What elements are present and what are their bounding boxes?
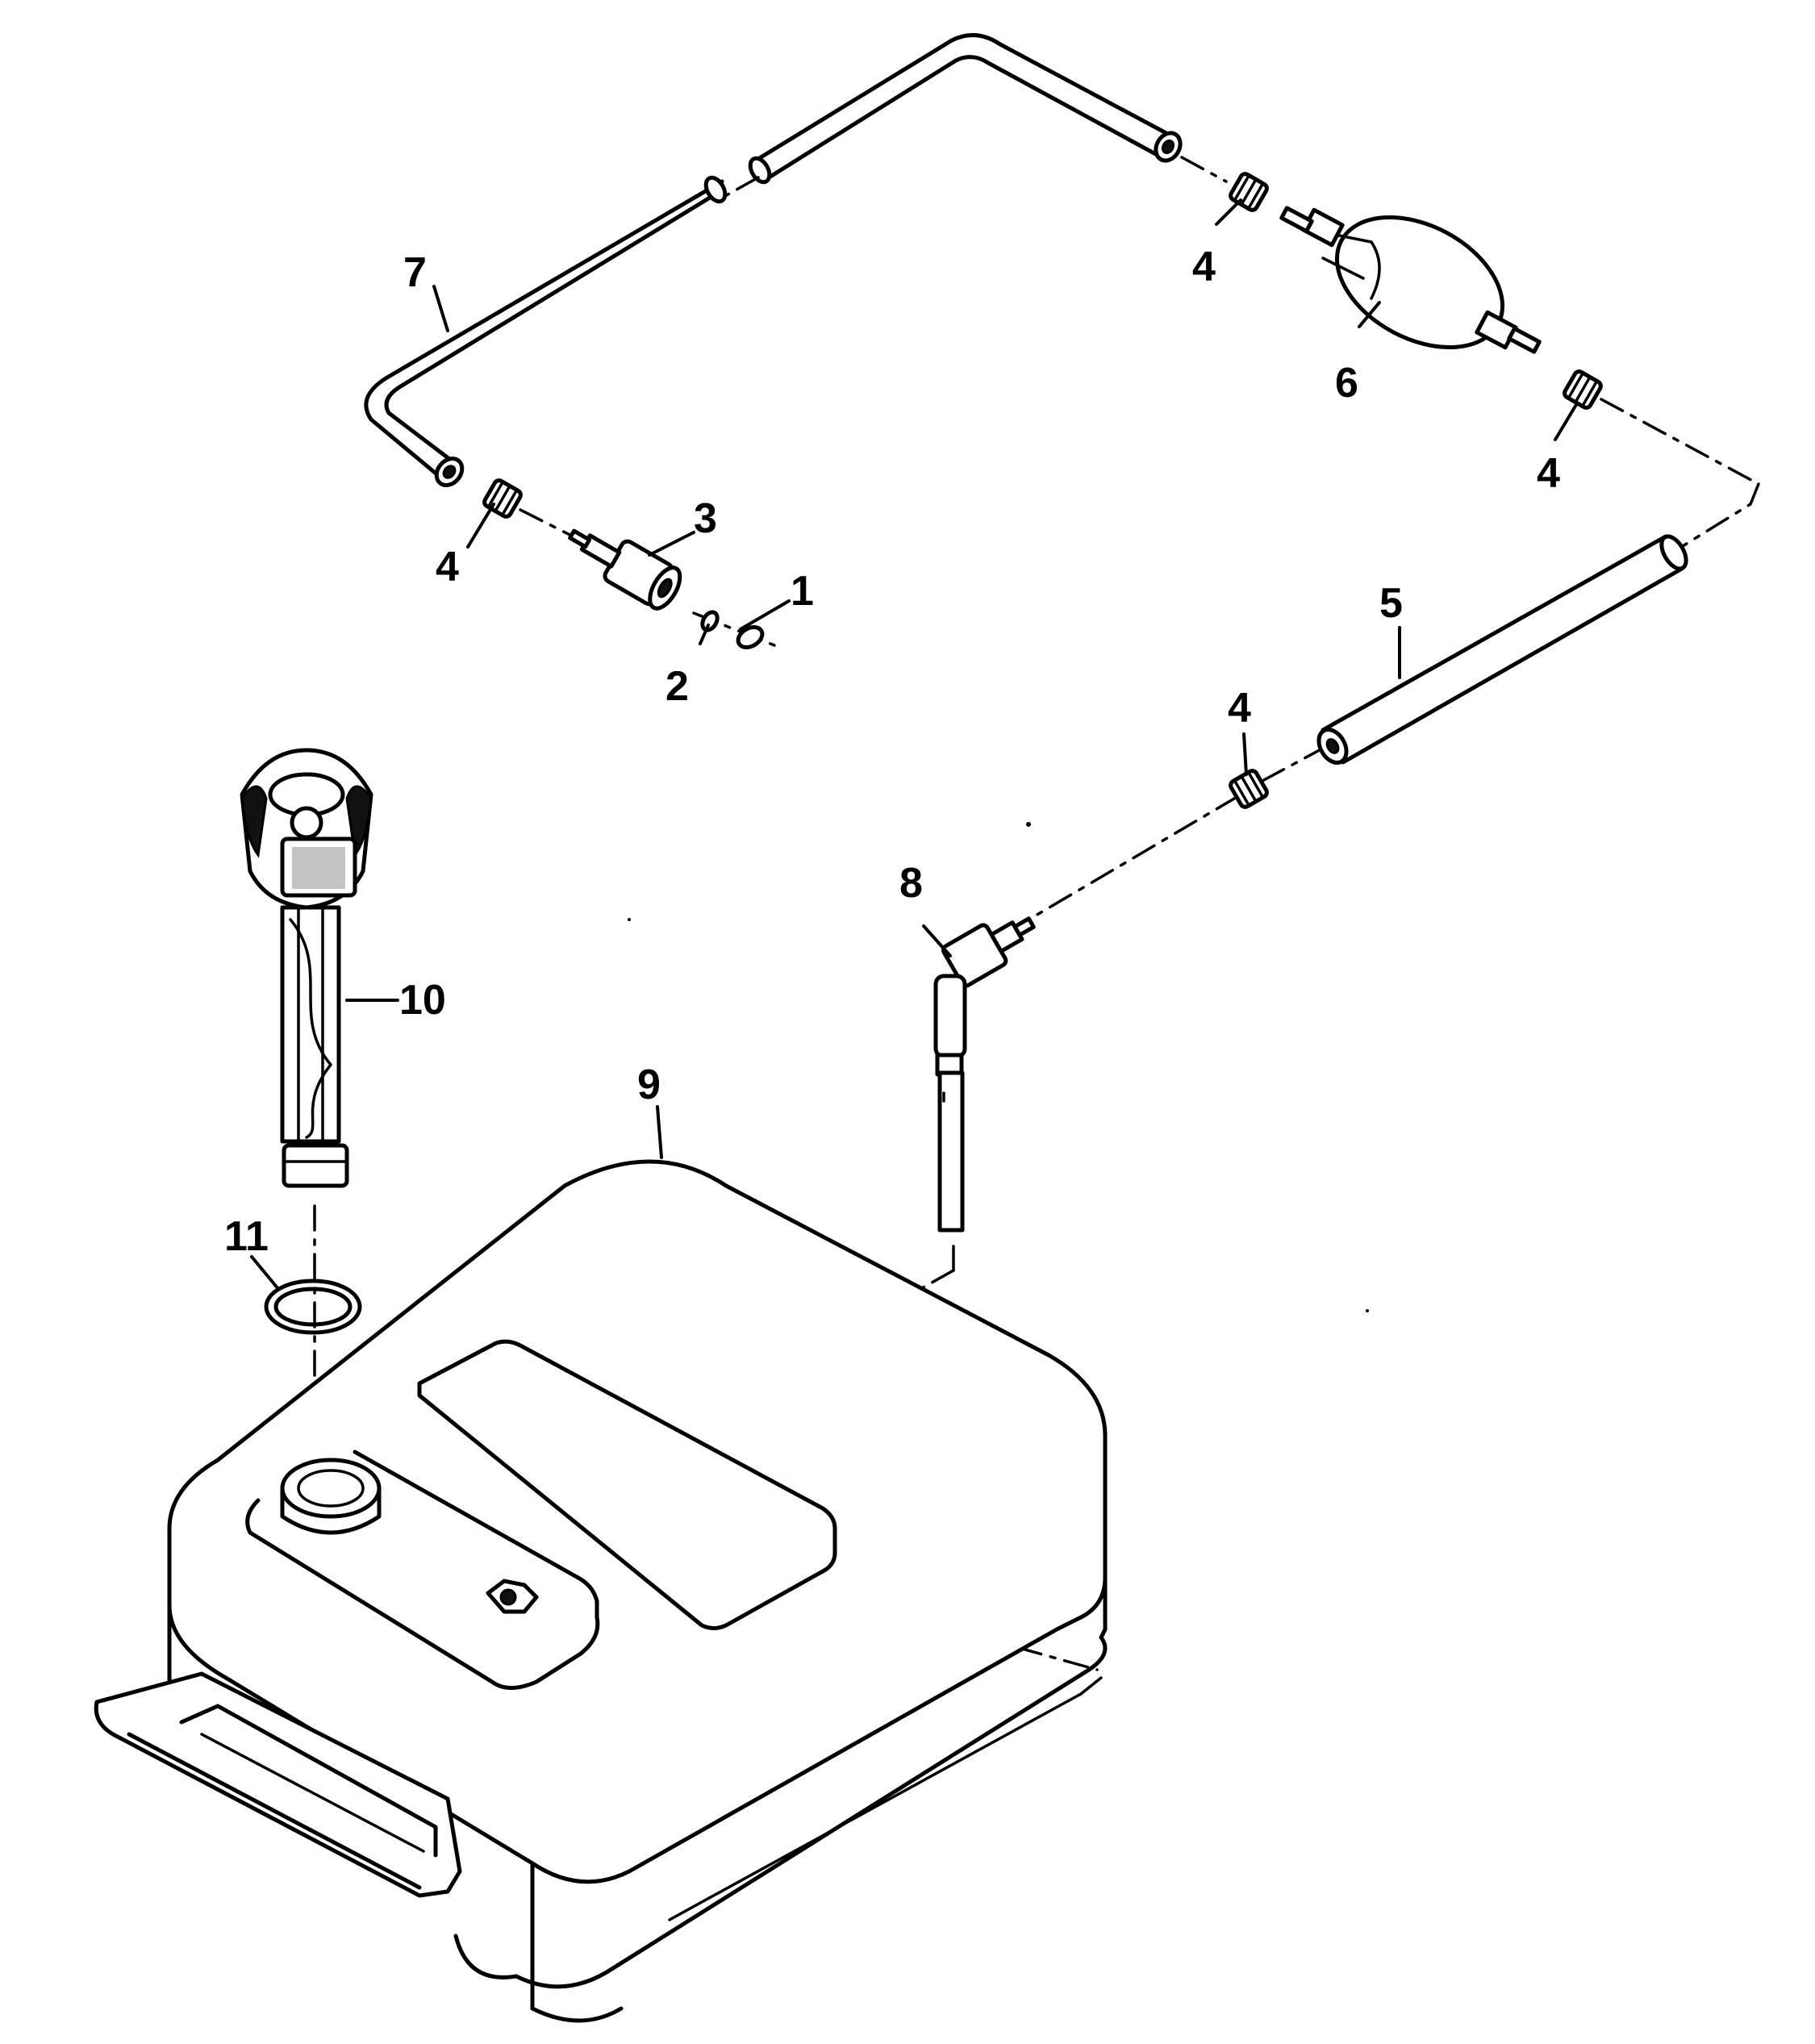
callout-4a: 4 — [436, 544, 459, 590]
callout-4c: 4 — [1537, 450, 1560, 497]
fuel-hose-long-icon — [364, 33, 1228, 487]
callout-8: 8 — [899, 860, 923, 907]
callout-1: 1 — [791, 568, 814, 615]
callout-6: 6 — [1335, 360, 1358, 407]
callouts: 1 2 3 4 4 4 4 5 6 7 8 9 10 11 — [224, 244, 1560, 1260]
callout-4d: 4 — [1228, 685, 1251, 732]
fuel-tank-icon — [94, 1159, 1108, 2023]
o-ring-small-icon — [736, 625, 765, 649]
callout-9: 9 — [637, 1062, 661, 1108]
callout-7: 7 — [403, 249, 427, 296]
callout-leaders — [250, 198, 1579, 1291]
tank-fitting-pickup-icon — [933, 916, 1036, 1233]
callout-2: 2 — [666, 663, 689, 710]
callout-11: 11 — [224, 1213, 269, 1260]
callout-10: 10 — [399, 977, 446, 1024]
stray-dot — [1366, 1309, 1369, 1312]
gauge-gasket-icon — [264, 1279, 362, 1335]
stray-dot — [628, 918, 631, 921]
callout-4b: 4 — [1192, 244, 1216, 290]
primer-bulb-icon — [1279, 206, 1542, 354]
stray-dot — [1026, 822, 1031, 827]
fuel-connector-icon — [568, 528, 682, 611]
fuel-gauge-icon — [240, 748, 373, 1188]
fuel-hose-short-icon — [1316, 534, 1688, 765]
callout-5: 5 — [1379, 580, 1403, 627]
o-ring-tiny-icon — [700, 610, 720, 632]
callout-3: 3 — [694, 495, 717, 542]
